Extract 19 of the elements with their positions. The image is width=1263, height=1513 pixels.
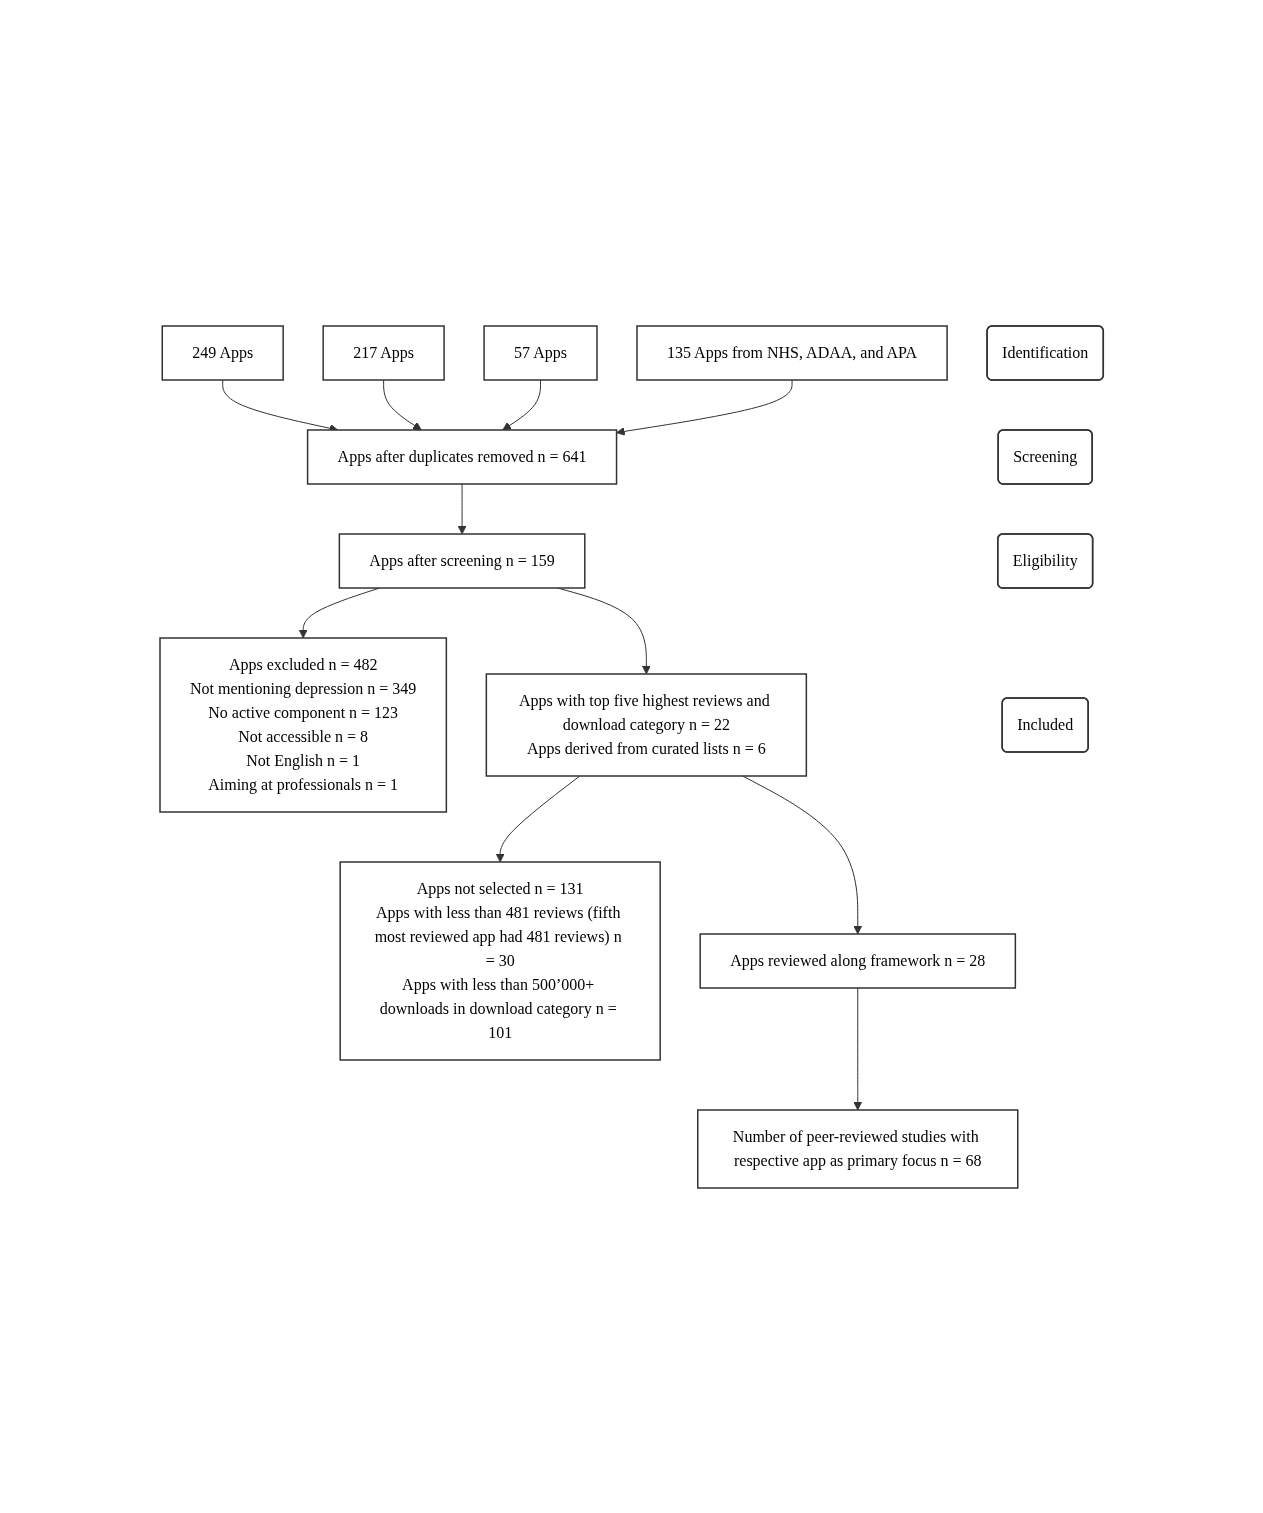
- arrow: [383, 379, 422, 430]
- arrow: [457, 483, 467, 534]
- node-box: Apps excluded n = 482 Not mentioning depression n = 349 No active component n = 123 Not accessible n = 8 Not English n = 1 Aiming at professionals n = 1: [159, 636, 447, 813]
- node-box: Number of peer-reviewed studies with respective app as primary focus n = 68: [696, 1108, 1019, 1189]
- arrow: [298, 587, 380, 638]
- arrow: [853, 987, 862, 1110]
- node-box: 249 Apps: [161, 324, 284, 381]
- node-box: 217 Apps: [322, 324, 445, 381]
- arrow: [495, 775, 581, 862]
- node-box: Apps after duplicates removed n = 641: [306, 428, 618, 485]
- arrow: [502, 379, 541, 430]
- node-box: Apps after screening n = 159: [338, 532, 586, 589]
- node-box: 135 Apps from NHS, ADAA, and APA: [636, 324, 948, 381]
- arrow: [741, 775, 862, 934]
- arrow: [616, 379, 793, 436]
- node-box: Apps reviewed along framework n = 28: [699, 932, 1016, 989]
- node-box: Apps not selected n = 131 Apps with less than 481 reviews (fifth most reviewed app had 481 reviews) n = 30 Apps with less than 500’000+ downloads in download category n = 101: [339, 860, 661, 1061]
- node-box: Apps with top five highest reviews and download category n = 22 Apps derived from curated lists n = 6: [485, 672, 807, 777]
- node-box: 57 Apps: [483, 324, 598, 381]
